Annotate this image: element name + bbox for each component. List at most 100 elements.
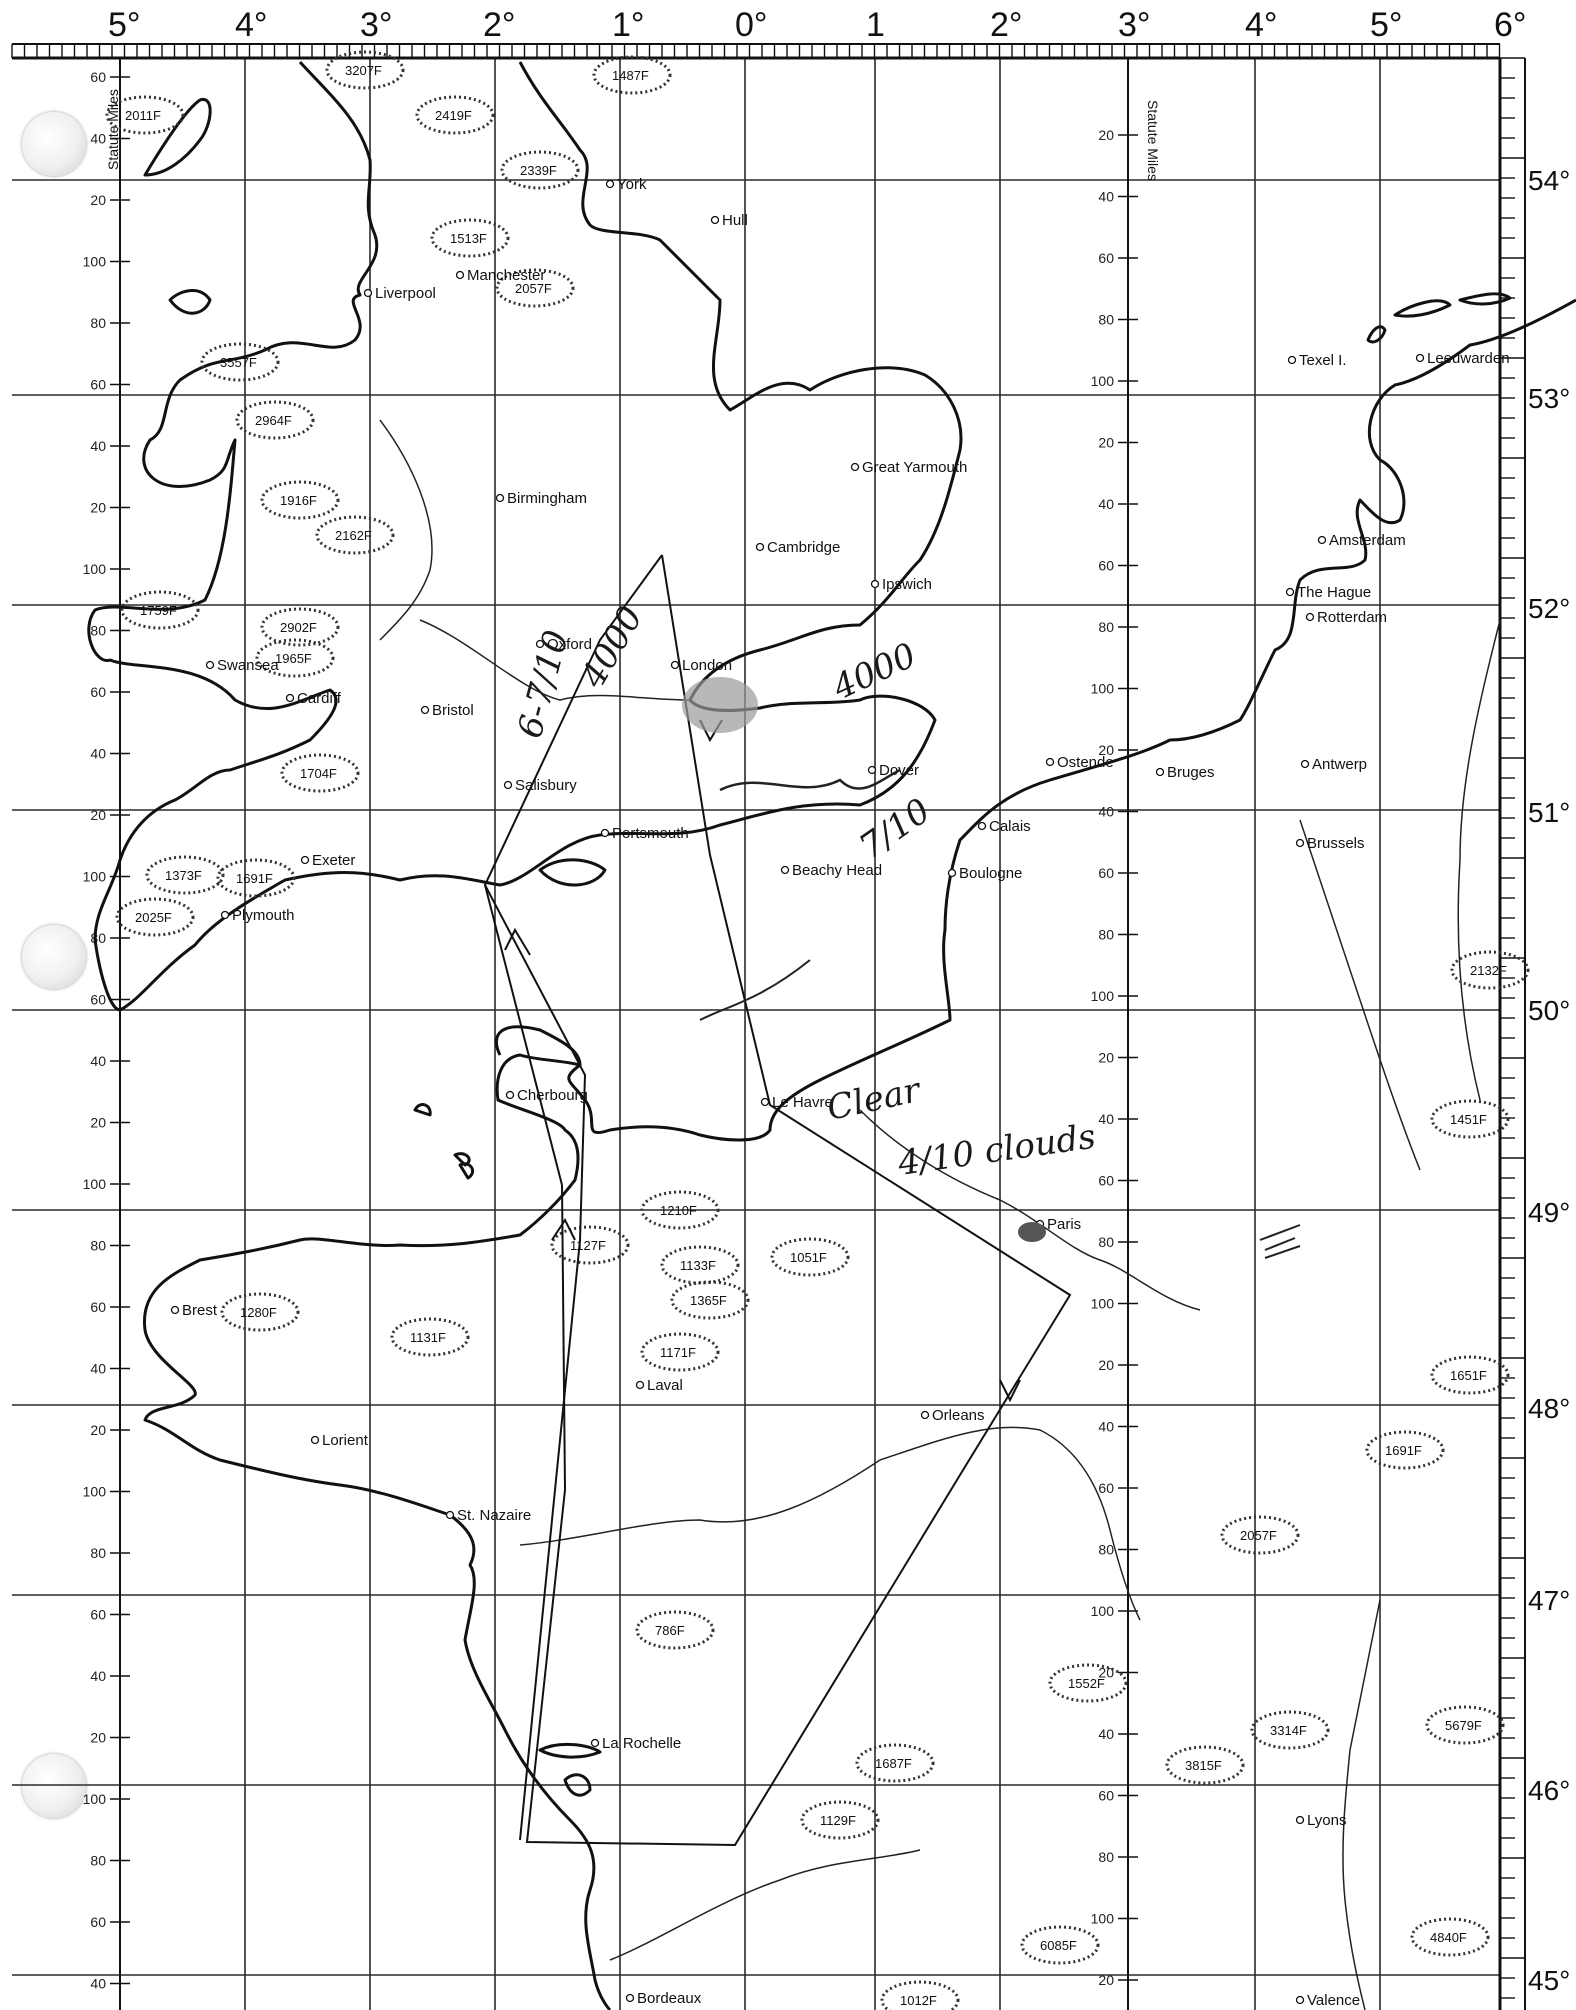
city-label: Lorient (322, 1432, 369, 1449)
scale-label: 40 (90, 1053, 106, 1069)
city-dot (920, 1410, 930, 1420)
hill-hachure (1430, 1099, 1510, 1139)
hill-hachure (145, 855, 225, 895)
elevation-label: 1759F (140, 603, 177, 618)
elevation-label: 1704F (300, 766, 337, 781)
city-label: Valence (1307, 1992, 1360, 2009)
hill-hachure (220, 1292, 300, 1332)
elevation-label: 2057F (515, 281, 552, 296)
elevation-label: 2011F (125, 108, 161, 123)
hill-hachure (1220, 1515, 1300, 1555)
scale-label: 40 (90, 746, 106, 762)
city-dot (1317, 535, 1327, 545)
city-label: Bordeaux (637, 1990, 702, 2007)
lon-label-4e: 4° (1245, 6, 1278, 44)
scale-label: 60 (90, 1914, 106, 1930)
city-label: London (682, 657, 732, 674)
scale-label: 100 (83, 869, 107, 885)
hill-hachure (315, 515, 395, 555)
hill-hachure (235, 400, 315, 440)
city-label: Birmingham (507, 490, 587, 507)
scale-label: 40 (1098, 496, 1114, 512)
coast-frisian-1 (1393, 299, 1452, 318)
coast-oleron (563, 1773, 592, 1797)
elevation-label: 1131F (410, 1330, 446, 1345)
lon-label-3w: 3° (360, 6, 393, 44)
track-arrow-2 (999, 1379, 1021, 1403)
elevation-label: 6085F (1040, 1938, 1077, 1953)
city-label: Rotterdam (1317, 609, 1387, 626)
elevation-label: 2057F (1240, 1528, 1277, 1543)
city-dot (1045, 757, 1055, 767)
city-dot (1415, 353, 1425, 363)
elevation-label: 1129F (820, 1813, 856, 1828)
elevation-label: 3815F (1185, 1758, 1222, 1773)
scale-label: 60 (1098, 250, 1114, 266)
scale-label: 60 (1098, 1480, 1114, 1496)
scale-label: 100 (1091, 988, 1115, 1004)
hill-hachure (1250, 1710, 1330, 1750)
river-rhone (1342, 1599, 1381, 2010)
hill-hachure (280, 753, 360, 793)
statute-miles-scale-left: Statute Miles 60402010080604020100806040… (83, 58, 130, 2010)
scale-label: 60 (1098, 558, 1114, 574)
lat-label-51: 51° (1528, 797, 1570, 828)
scale-label: 20 (1098, 1357, 1114, 1373)
city-label: Le Havre (772, 1094, 833, 1111)
annotation-cloud-cover-1: 6-7/10 (510, 626, 577, 742)
river-seine (859, 1109, 1201, 1311)
scale-label: 60 (90, 1299, 106, 1315)
hill-hachure (1365, 1430, 1445, 1470)
city-dot (780, 865, 790, 875)
hill-hachure (1425, 1705, 1505, 1745)
coastlines (87, 60, 1576, 2010)
lat-label-54: 54° (1528, 165, 1570, 196)
elevation-label: 1280F (240, 1305, 277, 1320)
lat-lon-grid (12, 56, 1502, 2010)
river-thames (419, 619, 691, 701)
city-label: Bruges (1167, 764, 1215, 781)
city-dot (670, 660, 680, 670)
hill-hachure (260, 607, 340, 647)
city-label: Hull (722, 212, 748, 229)
elevation-label: 1365F (690, 1293, 727, 1308)
elevation-label: 1210F (660, 1203, 697, 1218)
city-dot (285, 693, 295, 703)
lat-label-48: 48° (1528, 1393, 1570, 1424)
coast-continent (142, 298, 1576, 2010)
elevation-label: 2132F (1470, 963, 1507, 978)
city-label: Swansea (217, 657, 279, 674)
elevation-label: 2419F (435, 108, 472, 123)
city-dot (503, 780, 513, 790)
hill-hachure (1410, 1917, 1490, 1957)
city-label: Plymouth (232, 907, 295, 924)
latitude-labels: 54° 53° 52° 51° 50° 49° 48° 47° 46° 45° (1528, 165, 1570, 1996)
hill-hachure (120, 590, 200, 630)
rivers (379, 419, 1501, 2010)
city-dot (1300, 759, 1310, 769)
scale-label: 40 (1098, 804, 1114, 820)
scale-label: 80 (1098, 927, 1114, 943)
annotation-scribble-2 (699, 959, 811, 1021)
scale-label: 60 (90, 992, 106, 1008)
top-degree-ruler (11, 43, 1501, 58)
hill-hachure (390, 1317, 470, 1357)
river-rhine (1457, 619, 1501, 1101)
city-label: Orleans (932, 1407, 985, 1424)
city-label: Bristol (432, 702, 474, 719)
hill-hachure (640, 1332, 720, 1372)
hill-hachure (800, 1800, 880, 1840)
scale-label: 100 (83, 1176, 107, 1192)
track-arrow-3 (504, 927, 531, 956)
hill-hachure (855, 1743, 935, 1783)
city-label: Calais (989, 818, 1031, 835)
elevation-label: 5679F (1445, 1718, 1482, 1733)
scale-label: 100 (83, 1484, 107, 1500)
scale-label: 80 (1098, 619, 1114, 635)
scale-label: 80 (90, 930, 106, 946)
hill-hachure (115, 897, 195, 937)
scale-label: 60 (1098, 1788, 1114, 1804)
hill-hachure (430, 218, 510, 258)
